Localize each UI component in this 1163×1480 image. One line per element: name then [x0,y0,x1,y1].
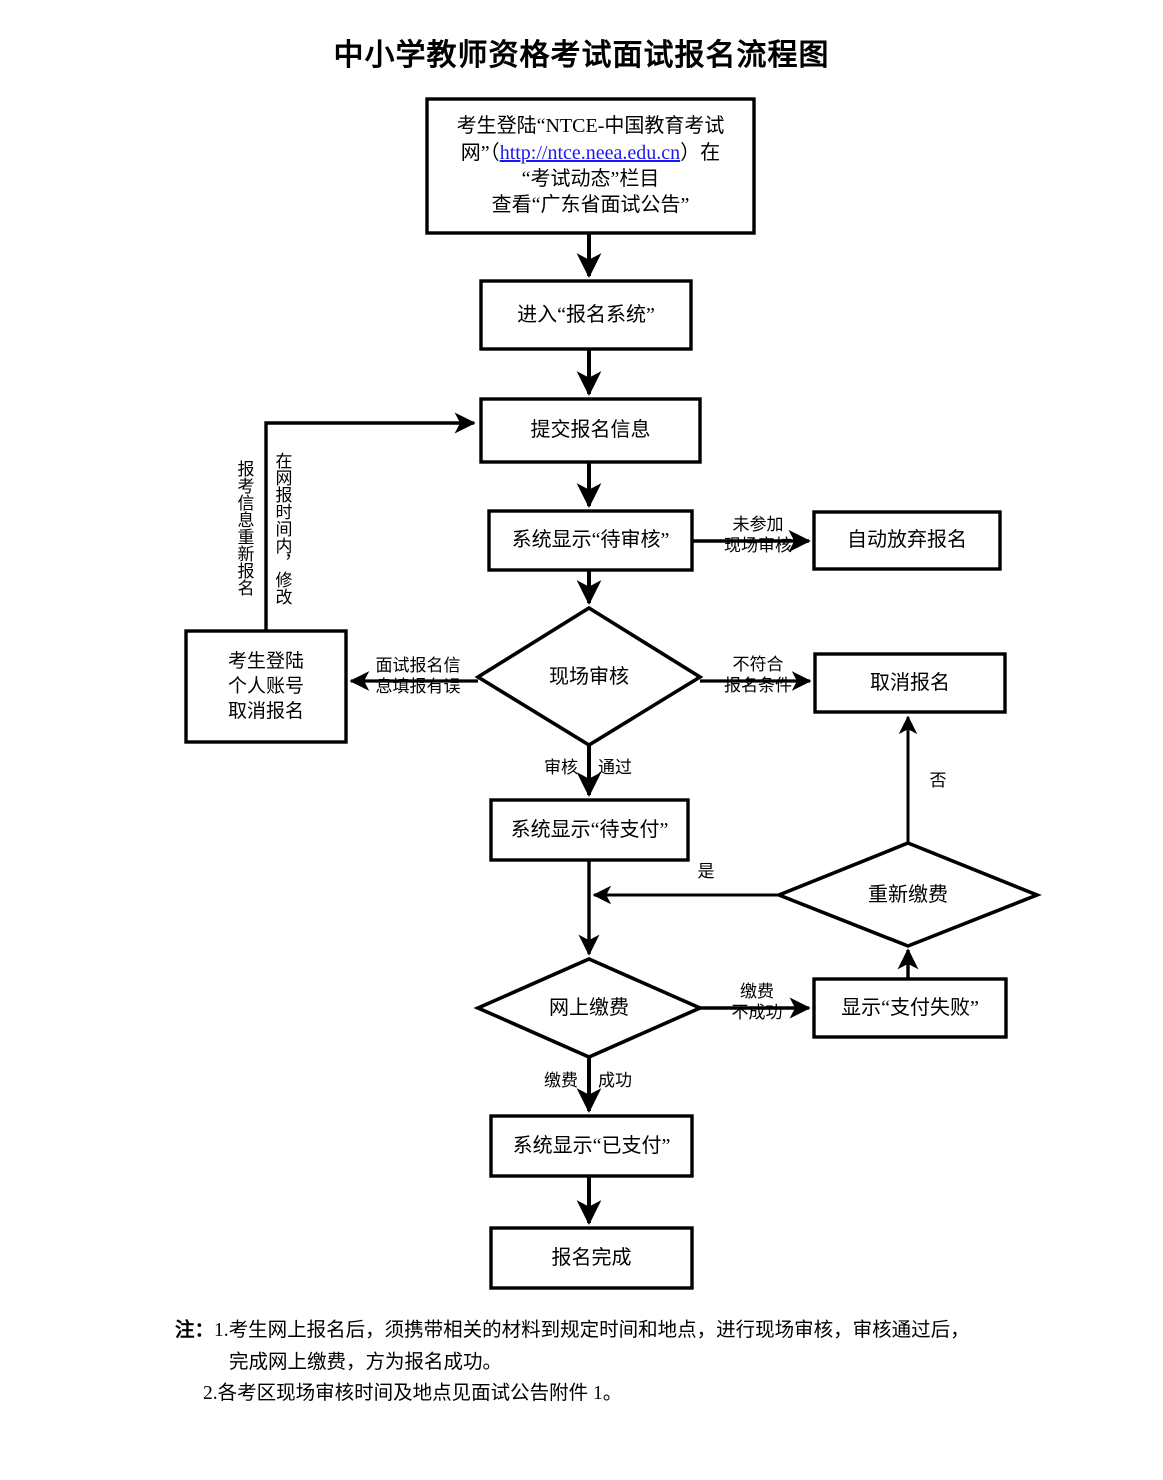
notes-line-3: 2.各考区现场审核时间及地点见面试公告附件 1。 [203,1383,623,1405]
node-pending-pay-box [489,798,690,862]
edge-label-pay-success-right: 成功 [598,1071,632,1090]
edge-label-pay-failed: 缴费 不成功 [731,982,783,1023]
vertical-label-modify-in-window: 在网报时间内，修改 [272,451,292,605]
notes-block: 注：1.考生网上报名后，须携带相关的材料到规定时间和地点，进行现场审核，审核通过… [175,1315,1055,1410]
node-cancel-login-box [184,629,348,744]
node-paid-box [489,1114,694,1178]
edge-label-review-passed-left: 审核 [544,758,578,777]
node-onsite-review-diamond [474,605,704,748]
edge-label-no: 否 [929,771,947,790]
page-title: 中小学教师资格考试面试报名流程图 [333,39,830,72]
node-cancel-reg-box [813,652,1007,714]
notes-label: 注： [175,1320,215,1341]
node-pay-failed-box [812,977,1008,1039]
edge-label-not-attend-onsite: 未参加 现场审核 [724,515,792,556]
node-pending-review-box [487,509,694,572]
edge-loopback-to-submit [264,412,476,631]
node-online-pay-diamond [473,957,705,1059]
notes-line-1: 1.考生网上报名后，须携带相关的材料到规定时间和地点，进行现场审核，审核通过后， [214,1320,970,1341]
node-auto-abandon-box [812,510,1002,571]
vertical-label-reapply: 报考信息重新报名 [234,460,254,596]
edge-label-pay-success-left: 缴费 [544,1071,578,1090]
node-done-box [489,1226,694,1290]
node-login-box [425,97,756,235]
node-repay-diamond [774,841,1042,948]
notes-line-2: 完成网上缴费，方为报名成功。 [229,1351,503,1373]
edge-label-not-qualified: 不符合 报名条件 [724,655,792,696]
edge-label-info-error: 面试报名信 息填报有误 [375,656,461,697]
node-enter-system-box [479,279,693,351]
edge-label-yes: 是 [697,862,715,881]
node-submit-info-box [479,397,702,464]
edge-label-review-passed-right: 通过 [598,758,632,777]
